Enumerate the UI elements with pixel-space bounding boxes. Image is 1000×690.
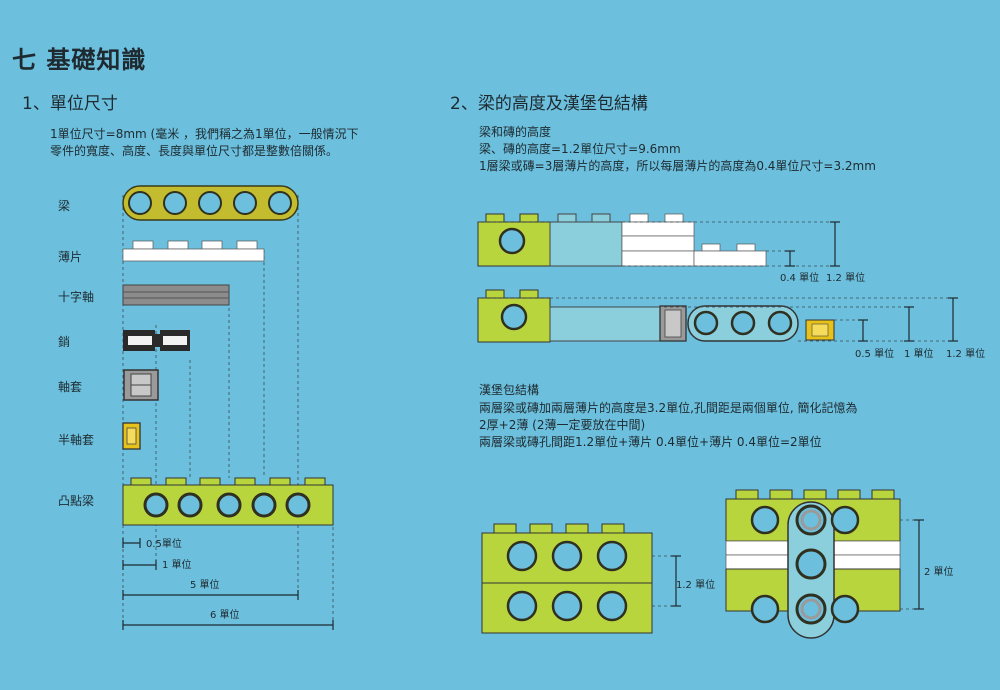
label-1-2-unit-b: 1.2 單位 [946,347,985,360]
part-label-plate: 薄片 [58,250,83,264]
measure-lines [122,538,334,630]
label-0-4-unit: 0.4 單位 [780,271,819,284]
burger-line-3: 兩層梁或磚孔間距1.2單位+薄片 0.4單位+薄片 0.4單位=2單位 [479,435,822,449]
label-0-5-unit: 0.5 單位 [855,347,894,360]
part-label-axle: 十字軸 [58,290,95,304]
measure-5-unit: 5 單位 [190,578,220,591]
part-label-pin: 銷 [58,335,71,349]
part-label-bush: 軸套 [58,380,83,394]
burger-left-label: 1.2 單位 [676,578,715,591]
part-label-half-bush: 半軸套 [58,433,95,447]
measure-0-5-unit: 0.5單位 [146,537,182,550]
height-comparison-1: 0.4 單位 1.2 單位 [477,213,865,284]
chapter-title: 七 基礎知識 [12,46,147,74]
height-comparison-2: 0.5 單位 1 單位 1.2 單位 [477,289,985,360]
beam-height-diagram: 0.4 單位 1.2 單位 0.5 單位 1 單位 1.2 單位 [477,213,985,639]
burger-left: 1.2 單位 [481,523,715,634]
pin-part [123,330,190,351]
plate-part [122,240,265,262]
studded-beam-part [122,477,334,526]
section1-intro-1: 1單位尺寸=8mm (毫米 ，我們稱之為1單位，一般情況下 [50,127,359,141]
label-1-unit: 1 單位 [904,347,934,360]
label-1-2-unit: 1.2 單位 [826,271,865,284]
burger-line-2: 2厚+2薄 (2薄一定要放在中間) [479,418,646,432]
burger-right: 2 單位 [725,489,954,639]
section1-intro-2: 零件的寬度、高度、長度與單位尺寸都是整數倍關係。 [50,144,339,158]
part-label-beam: 梁 [58,199,71,213]
beam-part [122,185,299,221]
burger-right-label: 2 單位 [924,565,954,578]
height-title: 梁和磚的高度 [479,125,552,139]
section1-heading: 1、單位尺寸 [22,94,118,114]
measure-6-unit: 6 單位 [210,608,240,621]
axle-part [122,284,230,306]
burger-title: 漢堡包結構 [479,383,540,397]
height-line-2: 1層梁或磚=3層薄片的高度，所以每層薄片的高度為0.4單位尺寸=3.2mm [479,159,876,173]
unit-size-diagram: 0.5單位 1 單位 5 單位 6 單位 [122,185,334,630]
section2-heading: 2、梁的高度及漢堡包結構 [450,94,648,114]
burger-line-1: 兩層梁或磚加兩層薄片的高度是3.2單位,孔間距是兩個單位, 簡化記憶為 [479,401,858,415]
height-line-1: 梁、磚的高度=1.2單位尺寸=9.6mm [479,142,681,156]
bush-part [123,369,159,401]
half-bush-part [122,422,141,450]
part-label-studded-beam: 凸點梁 [58,494,95,508]
measure-1-unit: 1 單位 [162,558,192,571]
